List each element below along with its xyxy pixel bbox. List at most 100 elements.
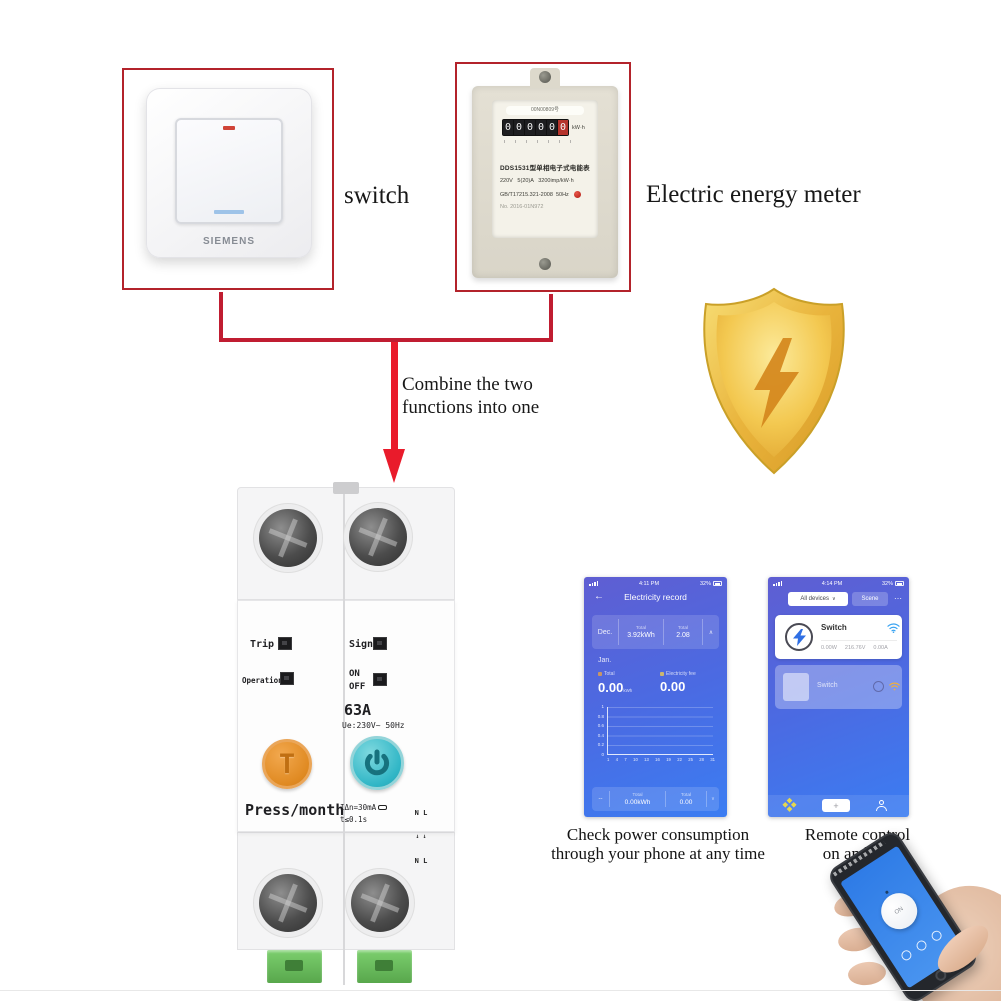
settings-button-icon[interactable] <box>929 928 944 943</box>
total-label: Total <box>604 671 615 677</box>
meter-top-tab <box>530 68 560 88</box>
chart-plot-area <box>607 707 713 755</box>
meter-seal-label: 00N00809号 <box>506 106 584 115</box>
device-module-divider <box>343 487 345 985</box>
back-icon[interactable]: ← <box>594 591 604 602</box>
list-item: 16 <box>655 757 660 762</box>
profile-icon[interactable] <box>876 800 887 811</box>
total-unit: kWh <box>623 688 633 693</box>
battery-icon <box>713 581 722 586</box>
total-consumption-block: Total 0.00kWh <box>598 671 632 697</box>
switch-device-card[interactable]: Switch 0.00W 216.76V 0.00A <box>775 615 902 659</box>
list-item: 0 <box>503 120 513 135</box>
voltage-value: 216.76V <box>844 645 866 651</box>
fee-dot-icon <box>660 671 664 676</box>
list-item: 0 <box>558 120 568 135</box>
test-button[interactable]: T <box>262 739 312 789</box>
connector-line-switch <box>219 292 223 340</box>
battery-icon <box>895 581 904 586</box>
card-divider <box>821 640 897 641</box>
terminal-screw-top-right[interactable] <box>349 508 407 566</box>
collapse-icon[interactable]: ∧ <box>708 629 714 636</box>
caption-consumption-line2: through your phone at any time <box>551 843 765 863</box>
terminal-screw-bottom-right[interactable] <box>351 874 409 932</box>
list-item: 7 <box>624 757 627 762</box>
more-icon[interactable]: ⋯ <box>894 594 902 603</box>
schedule-button-icon[interactable] <box>914 938 929 953</box>
wall-switch-image: SIEMENS <box>146 88 312 258</box>
leakage-rating-label: IΔn=30mA <box>340 803 388 812</box>
siemens-brand-label: SIEMENS <box>202 236 255 247</box>
timer-button-icon[interactable] <box>899 948 914 963</box>
bottom-nav-bar: + <box>768 795 909 817</box>
bottom-total-label: Total <box>632 792 643 798</box>
month-fee-value: 2.08 <box>676 631 690 639</box>
device-name: Switch <box>821 623 847 632</box>
operation-label: Operation <box>242 676 283 685</box>
list-item: 0.6 <box>597 723 604 729</box>
press-month-label: Press/month <box>245 801 345 819</box>
green-terminal-left <box>267 950 322 983</box>
add-device-button[interactable]: + <box>822 799 850 812</box>
arrow-head-icon <box>383 449 405 483</box>
wiring-bottom-row: N L <box>414 857 428 865</box>
power-button[interactable] <box>350 736 404 790</box>
list-item: 0.4 <box>597 732 604 738</box>
green-terminal-right <box>357 950 412 983</box>
bottom-summary-card[interactable]: -- Total 0.00kWh Total 0.00 ∨ <box>592 787 719 811</box>
offline-device-name: Switch <box>817 682 838 689</box>
image-bottom-border <box>0 990 1001 991</box>
meter-top-screw <box>539 71 551 83</box>
bottom-total-value: 0.00kWh <box>624 798 651 806</box>
list-item: 28 <box>699 757 704 762</box>
month-total-value: 3.92kWh <box>627 631 655 639</box>
switch-label: switch <box>344 182 410 209</box>
meter-scale-marks <box>504 140 574 143</box>
meter-label: Electric energy meter <box>646 181 861 208</box>
meter-spec-line1: 220V 5(20)A 3200imp/kW·h <box>500 178 574 184</box>
trip-led <box>278 637 292 650</box>
phone1-time: 4:11 PM <box>638 580 660 587</box>
phone1-battery-percent: 32% <box>699 580 711 587</box>
switch-photo-frame: SIEMENS <box>122 68 334 290</box>
on-label: ON <box>349 669 360 679</box>
terminal-screw-bottom-left[interactable] <box>259 874 317 932</box>
meter-spec-text: GB/T17215.321-2008 50Hz <box>500 191 569 198</box>
t-button-glyph: T <box>278 748 296 780</box>
shield-lightning-icon <box>703 287 845 475</box>
list-item: 1 <box>607 757 610 762</box>
month-summary-card[interactable]: Dec. Total 3.92kWh Total 2.08 ∧ <box>592 615 719 649</box>
list-item: 25 <box>688 757 693 762</box>
range-dash: -- <box>598 796 603 802</box>
on-button[interactable]: ON <box>874 886 925 937</box>
all-devices-label: All devices <box>800 596 829 602</box>
wifi-icon <box>887 623 900 633</box>
trip-time-label: t≤0.1s <box>340 815 368 824</box>
list-item: 0.8 <box>597 713 604 719</box>
voltage-rating-label: Ue:230V~ 50Hz <box>342 721 405 730</box>
offline-device-card[interactable]: Switch <box>775 665 902 709</box>
connector-line-meter <box>549 294 553 340</box>
test-symbol-icon <box>378 805 388 810</box>
wiring-diagram: N L ↓ ↓ N L <box>397 793 445 881</box>
current-month-label: Jan. <box>598 657 612 664</box>
all-devices-dropdown[interactable]: All devices ∨ <box>788 592 848 606</box>
device-stats: 0.00W 216.76V 0.00A <box>821 645 888 651</box>
device-front-panel <box>237 600 455 832</box>
dropdown-chevron-icon: ∨ <box>832 596 836 602</box>
power-icon <box>364 749 390 776</box>
expand-icon[interactable]: ∨ <box>711 796 715 802</box>
caption-consumption-line1: Check power consumption <box>566 825 750 844</box>
plus-icon: + <box>833 800 839 811</box>
terminal-screw-top-left[interactable] <box>259 509 317 567</box>
fee-value: 0.00 <box>660 679 686 694</box>
wifi-warning-icon <box>889 682 900 691</box>
device-thumbnail <box>783 673 809 701</box>
scene-button[interactable]: Scene <box>852 592 888 606</box>
home-devices-icon[interactable] <box>782 797 798 814</box>
current-rating-label: 63A <box>344 701 372 719</box>
bottom-fee-label: Total <box>680 792 692 798</box>
